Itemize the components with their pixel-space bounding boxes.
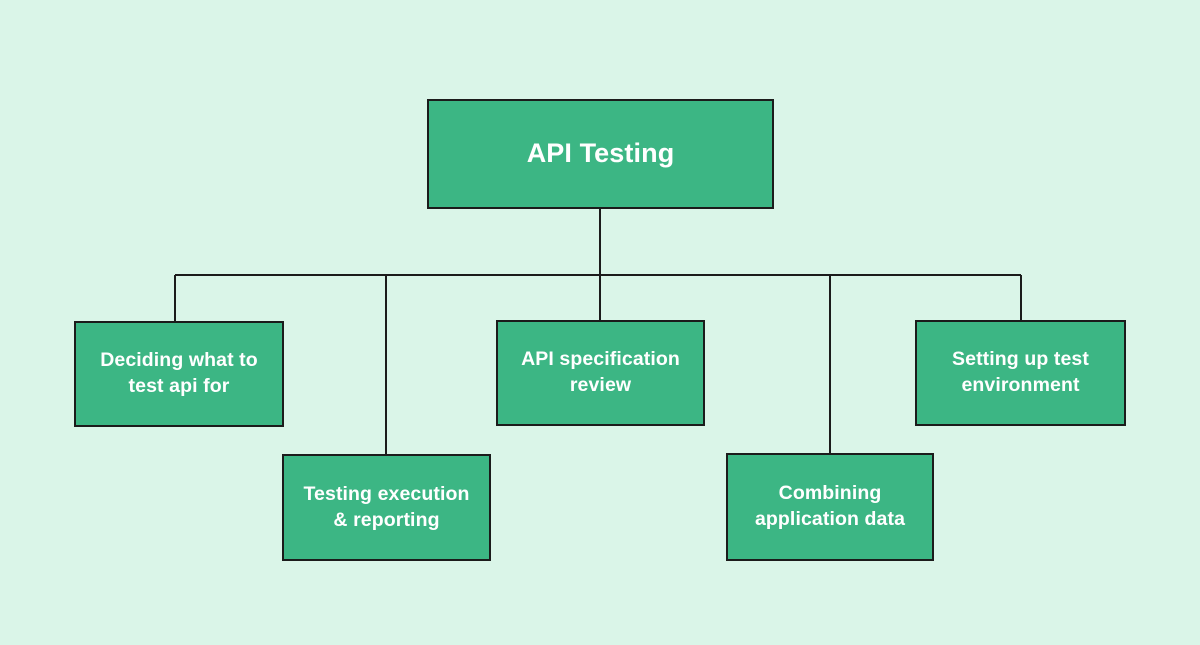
node-label: API specification review — [521, 348, 680, 396]
node-combining-application-data[interactable]: Combining application data — [726, 453, 934, 561]
node-label: Combining application data — [754, 482, 906, 530]
node-label: Setting up test environment — [952, 348, 1089, 396]
node-deciding-what-to-test-api-for[interactable]: Deciding what to test api for — [74, 321, 284, 427]
node-root-label: API Testing — [526, 138, 675, 169]
node-setting-up-test-environment[interactable]: Setting up test environment — [915, 320, 1126, 426]
node-root-api-testing[interactable]: API Testing — [427, 99, 774, 209]
node-label: Testing execution & reporting — [303, 482, 470, 531]
node-label: Deciding what to test api for — [100, 349, 258, 397]
node-testing-execution-and-reporting[interactable]: Testing execution & reporting — [282, 454, 491, 561]
node-api-specification-review[interactable]: API specification review — [496, 320, 705, 426]
